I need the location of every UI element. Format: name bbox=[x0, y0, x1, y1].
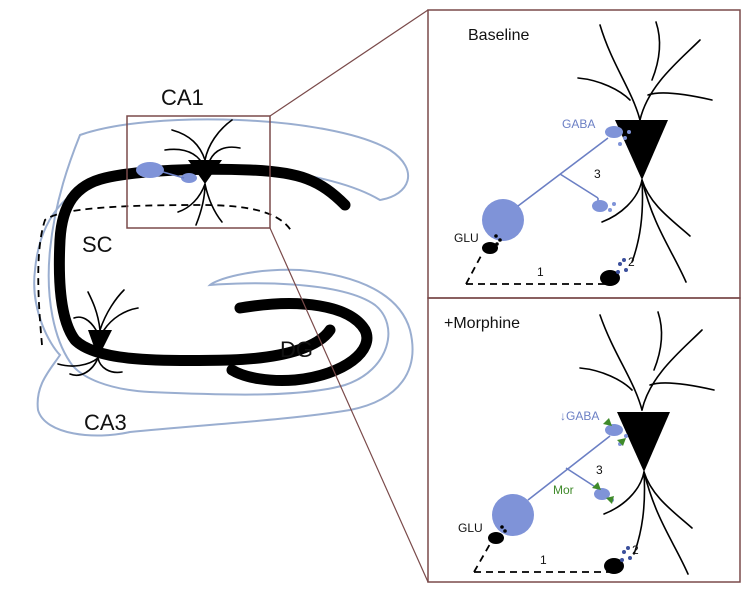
ca3-pyramidal-neuron bbox=[57, 289, 139, 376]
ca1-zoom-box bbox=[126, 115, 271, 229]
baseline-title: Baseline bbox=[468, 27, 529, 44]
baseline-panel-frame bbox=[427, 9, 741, 299]
baseline-gaba-terminal-soma bbox=[605, 126, 623, 138]
baseline-glu-input bbox=[465, 234, 628, 286]
dentate-gyrus-layer bbox=[226, 298, 373, 386]
baseline-interneuron bbox=[482, 126, 631, 241]
morphine-panel: +Morphine bbox=[427, 297, 741, 583]
ca1-label: CA1 bbox=[161, 85, 204, 110]
morphine-gaba-terminal-soma bbox=[605, 424, 623, 436]
baseline-gaba-label: GABA bbox=[562, 117, 595, 131]
baseline-gaba-terminal-dendrite bbox=[592, 200, 608, 212]
morphine-receptor-arrow-soma bbox=[603, 418, 612, 426]
baseline-pathway-3: 3 bbox=[594, 167, 601, 181]
morphine-receptor-arrow-dendrite-2 bbox=[606, 496, 614, 504]
morphine-receptor-arrow-dendrite bbox=[592, 482, 601, 490]
baseline-panel: Baseline bbox=[427, 9, 741, 299]
ca1-interneuron-axon bbox=[162, 171, 185, 179]
dg-label: DG bbox=[280, 337, 313, 362]
morphine-pyramidal-neuron bbox=[579, 311, 715, 575]
morphine-pathway-2: 2 bbox=[632, 543, 639, 557]
baseline-pyramidal-neuron bbox=[577, 21, 713, 283]
ca1-interneuron-soma bbox=[136, 162, 164, 178]
baseline-pathway-1: 1 bbox=[537, 265, 544, 279]
morphine-mor-label: Mor bbox=[553, 483, 574, 497]
morphine-pathway-1: 1 bbox=[540, 553, 547, 567]
morphine-title: +Morphine bbox=[444, 315, 520, 332]
morphine-gaba-terminal-dendrite bbox=[594, 488, 610, 500]
morphine-pathway-3: 3 bbox=[596, 463, 603, 477]
morphine-glu-label: GLU bbox=[458, 521, 483, 535]
ca1-pyramidal-neuron bbox=[164, 119, 241, 226]
morphine-glu-input bbox=[473, 525, 632, 574]
zoom-connector-top bbox=[269, 9, 429, 117]
baseline-glu-label: GLU bbox=[454, 231, 479, 245]
zoom-connector-bottom bbox=[269, 227, 429, 583]
morphine-panel-frame bbox=[427, 297, 741, 583]
ca3-label: CA3 bbox=[84, 410, 127, 435]
hippocampus-overview: CA1 SC DG CA3 bbox=[33, 85, 414, 437]
pyramidal-cell-layer bbox=[53, 163, 351, 367]
schaffer-collateral bbox=[37, 204, 293, 346]
baseline-pathway-2: 2 bbox=[628, 255, 635, 269]
morphine-gaba-label: ↓GABA bbox=[560, 409, 599, 423]
morphine-receptor-arrow-soma-2 bbox=[617, 438, 626, 446]
sc-label: SC bbox=[82, 232, 113, 257]
ca1-interneuron-terminal bbox=[181, 173, 197, 183]
morphine-interneuron bbox=[492, 418, 628, 536]
baseline-interneuron-soma bbox=[482, 199, 524, 241]
morphine-interneuron-soma bbox=[492, 494, 534, 536]
